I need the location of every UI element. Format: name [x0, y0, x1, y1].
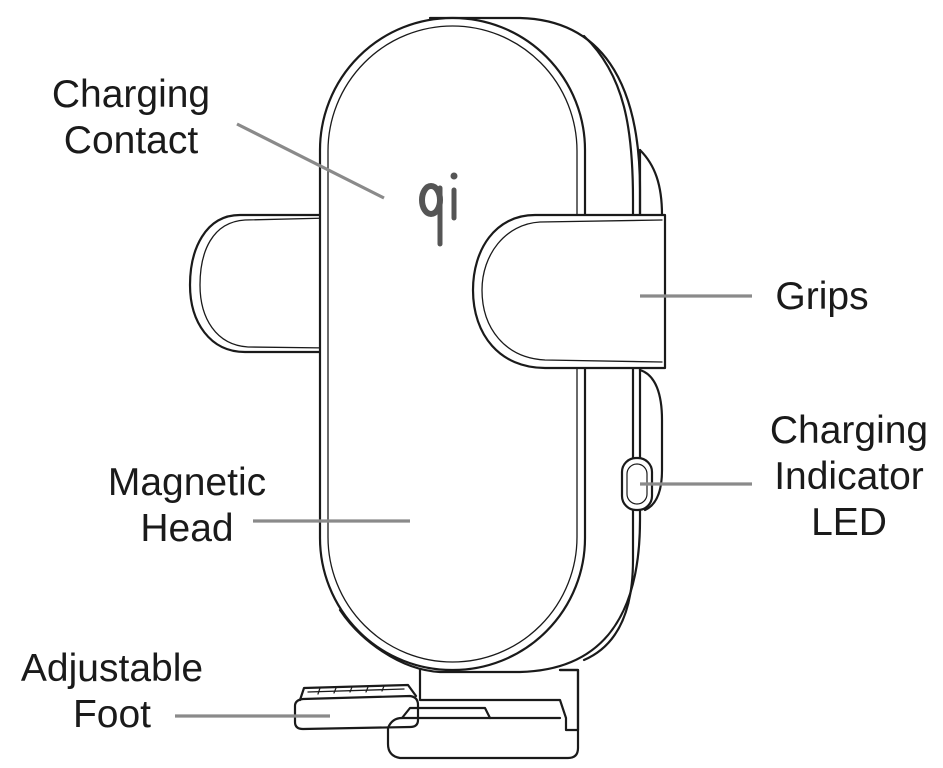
- label-adjustable-foot-line2: Foot: [72, 693, 152, 736]
- right-grip: [471, 213, 667, 370]
- leader-charging-contact: [236, 122, 385, 200]
- label-charging-contact-line1: Charging: [51, 73, 211, 116]
- label-charging-contact: Charging Contact: [38, 72, 224, 164]
- label-led-line3: LED: [811, 501, 887, 544]
- label-led-line2: Indicator: [774, 455, 924, 498]
- label-magnetic-head-line2: Head: [140, 507, 234, 550]
- qi-logo-icon: [419, 172, 458, 247]
- label-grips: Grips: [764, 274, 880, 320]
- label-magnetic-head: Magnetic Head: [92, 460, 282, 552]
- adjustable-foot: [293, 666, 580, 760]
- label-magnetic-head-line1: Magnetic: [107, 461, 267, 504]
- left-grip: [188, 213, 332, 354]
- label-adjustable-foot: Adjustable Foot: [4, 646, 220, 738]
- label-grips-line1: Grips: [775, 275, 869, 318]
- label-charging-contact-line2: Contact: [63, 119, 199, 162]
- label-led-line1: Charging: [769, 409, 929, 452]
- label-adjustable-foot-line1: Adjustable: [20, 647, 204, 690]
- label-charging-indicator-led: Charging Indicator LED: [758, 408, 940, 546]
